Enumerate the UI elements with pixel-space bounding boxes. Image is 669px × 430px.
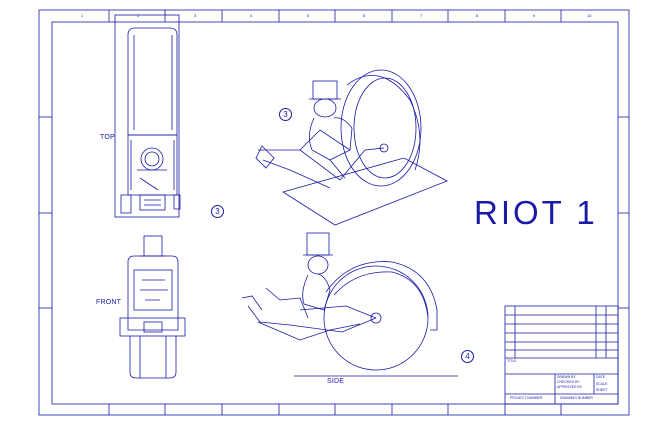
border-column-number: 3 bbox=[194, 13, 197, 18]
border-column-number: 8 bbox=[476, 13, 479, 18]
iso-view bbox=[255, 69, 448, 226]
title-block-title-label: TITLE bbox=[507, 359, 517, 363]
title-block bbox=[504, 305, 619, 405]
side-view-label: SIDE bbox=[327, 378, 345, 385]
top-view bbox=[114, 14, 181, 218]
front-view-label: FRONT bbox=[96, 299, 122, 306]
border-column-number: 7 bbox=[420, 13, 423, 18]
callout-iso: 3 bbox=[279, 108, 292, 121]
title-block-drawing-number: DRAWING NUMBER bbox=[560, 396, 593, 400]
border-column-number: 10 bbox=[587, 13, 592, 18]
title-block-checked-by: CHECKED BY bbox=[557, 380, 580, 384]
title-block-scale: SCALE bbox=[596, 382, 608, 386]
top-view-label: TOP bbox=[100, 134, 115, 141]
outer-border bbox=[38, 9, 630, 416]
title-block-project-number: PROJECT NUMBER bbox=[510, 396, 543, 400]
border-ticks bbox=[39, 10, 629, 415]
border-column-number: 4 bbox=[250, 13, 253, 18]
border-column-number: 1 bbox=[81, 13, 84, 18]
title-block-sheet: SHEET bbox=[596, 388, 608, 392]
front-view bbox=[119, 235, 186, 379]
title-block-drawn-by: DRAWN BY bbox=[557, 375, 576, 379]
border-column-number: 9 bbox=[533, 13, 536, 18]
title-block-date: DATE bbox=[596, 375, 606, 379]
callout-top: 3 bbox=[211, 205, 224, 218]
callout-side: 4 bbox=[461, 350, 474, 363]
border-column-number: 2 bbox=[137, 13, 140, 18]
border-column-number: 6 bbox=[363, 13, 366, 18]
border-column-number: 5 bbox=[307, 13, 310, 18]
drawing-title: RIOT 1 bbox=[474, 194, 598, 231]
title-block-approved-by: APPROVED BY bbox=[557, 385, 583, 389]
side-view bbox=[241, 232, 458, 377]
